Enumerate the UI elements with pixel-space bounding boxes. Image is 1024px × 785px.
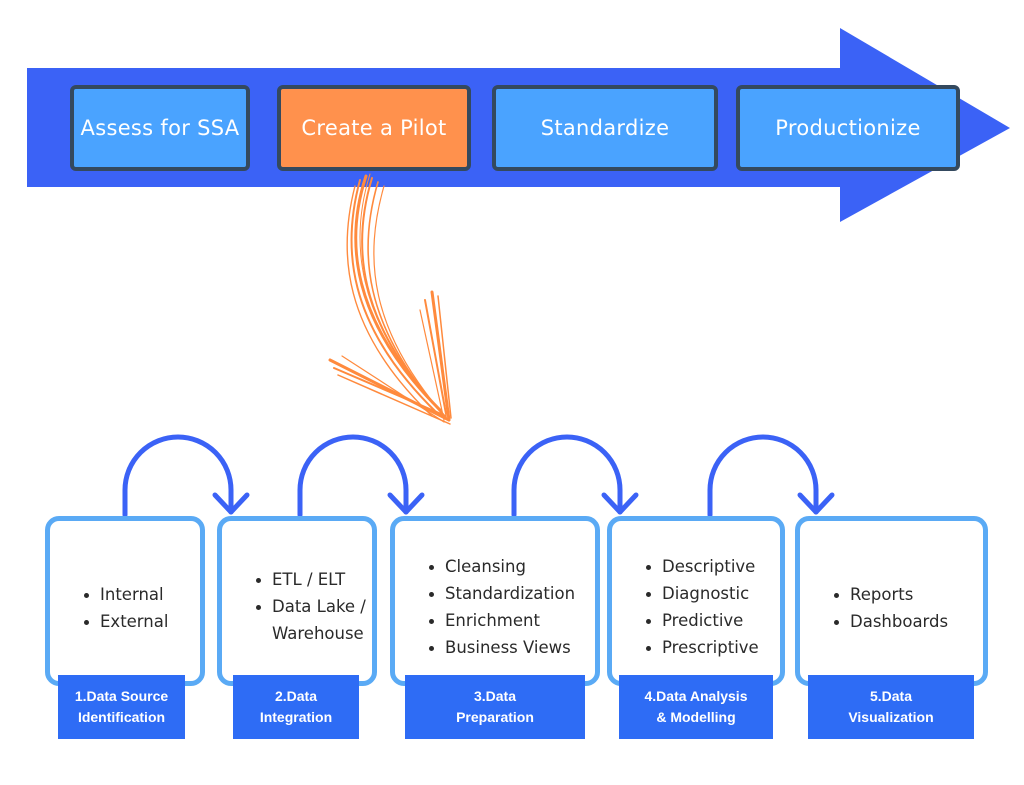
list-item: Diagnostic: [662, 580, 774, 607]
step-card-data-source: Internal External: [45, 516, 205, 686]
list-item: Internal: [100, 581, 194, 608]
list-item: Reports: [850, 581, 977, 608]
step-label-line1: 1.Data Source: [74, 688, 169, 704]
phase-create-pilot: Create a Pilot: [277, 85, 471, 171]
step-card-data-integration: ETL / ELT Data Lake / Warehouse: [217, 516, 377, 686]
step-label-line2: Identification: [77, 709, 166, 725]
step-card-data-analysis: Descriptive Diagnostic Predictive Prescr…: [607, 516, 785, 686]
list-item: Cleansing: [445, 553, 589, 580]
step-label-data-source: 1.Data Source Identification: [58, 675, 185, 739]
list-item: Business Views: [445, 634, 589, 661]
list-item: Descriptive: [662, 553, 774, 580]
step-label-data-analysis: 4.Data Analysis & Modelling: [619, 675, 773, 739]
step-items: ETL / ELT Data Lake / Warehouse: [248, 566, 366, 647]
list-item: Predictive: [662, 607, 774, 634]
step-label-line1: 2.Data: [274, 688, 318, 704]
step-items: Reports Dashboards: [826, 581, 977, 635]
step-label-line1: 5.Data: [869, 688, 912, 704]
step-items: Internal External: [76, 581, 194, 635]
step-card-data-visualization: Reports Dashboards: [795, 516, 988, 686]
list-item: Standardization: [445, 580, 589, 607]
phase-standardize-label: Standardize: [540, 116, 670, 140]
list-item: Data Lake /: [272, 593, 366, 620]
step-label-data-visualization: 5.Data Visualization: [808, 675, 974, 739]
phase-standardize: Standardize: [492, 85, 718, 171]
step-label-line2: & Modelling: [656, 709, 736, 725]
sketch-arrow-icon: [328, 173, 452, 425]
step-label-line2: Integration: [259, 709, 333, 725]
step-items: Descriptive Diagnostic Predictive Prescr…: [638, 553, 774, 661]
step-label-data-integration: 2.Data Integration: [233, 675, 359, 739]
step-label-data-preparation: 3.Data Preparation: [405, 675, 585, 739]
list-item: Warehouse: [272, 624, 364, 643]
step-label-line2: Preparation: [456, 709, 534, 725]
step-card-data-preparation: Cleansing Standardization Enrichment Bus…: [390, 516, 600, 686]
list-item: Prescriptive: [662, 634, 774, 661]
list-item: External: [100, 608, 194, 635]
step-label-line1: 4.Data Analysis: [644, 688, 748, 704]
list-item: ETL / ELT: [272, 566, 366, 593]
step-items: Cleansing Standardization Enrichment Bus…: [421, 553, 589, 661]
list-item: Dashboards: [850, 608, 977, 635]
step-label-line2: Visualization: [848, 709, 934, 725]
phase-create-pilot-label: Create a Pilot: [301, 116, 447, 140]
phase-productionize-label: Productionize: [775, 116, 921, 140]
phase-assess-label: Assess for SSA: [80, 116, 240, 140]
loop-arrow-icon: [122, 434, 835, 518]
list-item: Enrichment: [445, 607, 589, 634]
phase-productionize: Productionize: [736, 85, 960, 171]
step-label-line1: 3.Data: [473, 688, 517, 704]
phase-assess: Assess for SSA: [70, 85, 250, 171]
